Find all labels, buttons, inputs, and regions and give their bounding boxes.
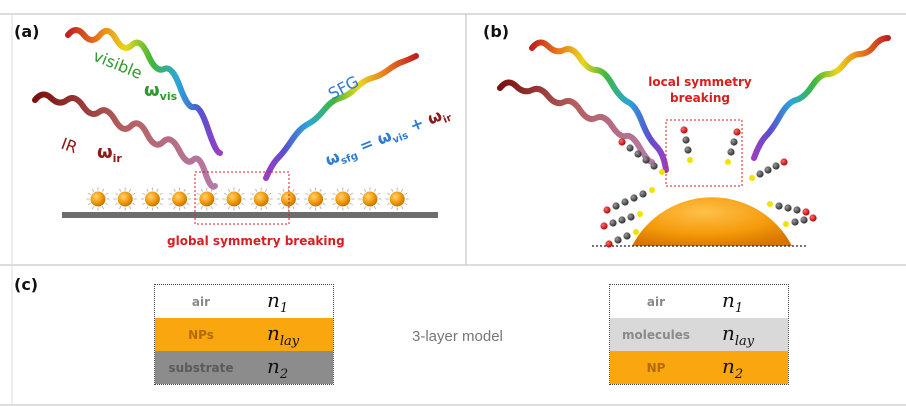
panel-b-label: (b) [483,22,509,41]
local-symmetry-label-1: local symmetry [648,75,752,89]
refractive-index: n1 [722,287,744,316]
layer-substrate: substrate n2 [155,351,333,384]
panel-a-label: (a) [14,22,39,41]
refractive-index: n2 [722,353,744,382]
layer-air-right: air n1 [610,285,788,318]
substrate-bar [62,212,438,218]
global-symmetry-box [194,171,290,225]
refractive-index: n1 [267,287,289,316]
nanoparticle [304,187,328,211]
ligand-molecule [603,187,655,214]
large-nanoparticle [632,197,792,246]
nanoparticle [331,187,355,211]
local-symmetry-box [665,119,743,187]
nanoparticle [195,187,219,211]
omega-vis-label: ωvis [144,80,178,103]
visible-beam-b [529,39,669,173]
layer-name: molecules [621,327,691,342]
nanoparticle [276,187,300,211]
nanoparticle-row [86,187,409,211]
visible-beam-a [65,27,223,156]
nanoparticle [249,187,273,211]
nanoparticle [140,187,164,211]
ligand-molecule [600,211,643,230]
layer-name: NPs [188,327,214,342]
local-symmetry-label-2: breaking [670,91,730,105]
sfg-equation: ωsfg = ωvis + ωir [322,102,453,172]
ir-beam-b [497,79,655,165]
panel-c-label: (c) [14,275,38,294]
ligand-molecule [749,158,788,181]
layer-model-nps: air n1 NPs nlay substrate n2 [154,284,334,385]
nanoparticle [168,187,192,211]
ir-label: IR [59,134,80,157]
nanoparticle [385,187,409,211]
omega-ir-label: ωir [97,142,122,165]
nanoparticle [113,187,137,211]
layer-name: air [646,294,666,309]
layer-name: substrate [168,360,234,375]
layer-air-left: air n1 [155,285,333,318]
nanoparticle [358,187,382,211]
ligand-molecule [767,201,810,216]
refractive-index: nlay [722,320,755,349]
layer-molecules: molecules nlay [610,318,788,351]
layer-name: NP [646,360,666,375]
refractive-index: n2 [267,353,289,382]
ligand-molecule [605,229,639,248]
sfg-beam-b [751,35,891,161]
layer-nps: NPs nlay [155,318,333,351]
ir-beam-a [32,91,218,190]
ligand-molecule [618,138,665,175]
three-layer-model-label: 3-layer model [412,328,503,345]
sfg-beam-a [263,53,419,181]
layer-model-np: air n1 molecules nlay NP n2 [609,284,789,385]
ligand-molecule [725,128,741,165]
nanoparticle [86,187,110,211]
visible-label: visible [91,46,146,83]
layer-np: NP n2 [610,351,788,384]
global-symmetry-label: global symmetry breaking [167,234,345,248]
layer-name: air [191,294,211,309]
refractive-index: nlay [267,320,300,349]
surface-molecules [600,126,817,248]
ligand-molecule [680,126,693,163]
nanoparticle [222,187,246,211]
ligand-molecule [783,214,817,227]
